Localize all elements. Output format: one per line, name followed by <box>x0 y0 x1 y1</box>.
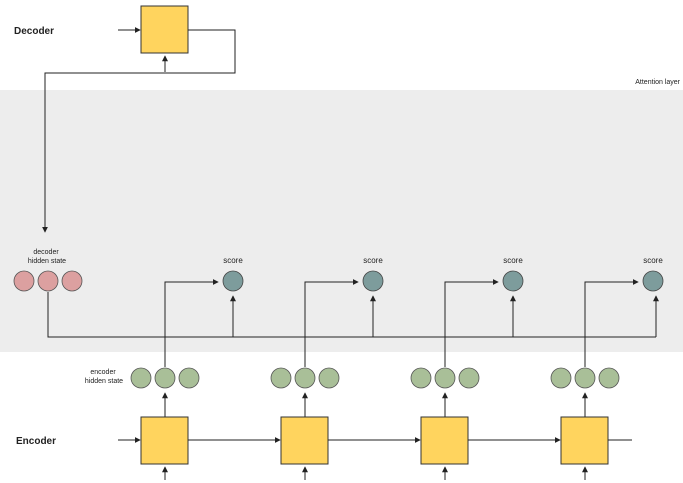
encoder-to-score-arrow <box>584 279 639 367</box>
score-circle <box>642 270 664 292</box>
encoder-state-circle <box>318 367 340 389</box>
encoder-state-circle <box>550 367 572 389</box>
attention-layer-label: Attention layer <box>635 79 680 86</box>
encoder-state-circle <box>178 367 200 389</box>
score-label: score <box>223 256 243 265</box>
encoder-state-circle <box>458 367 480 389</box>
encoder-rnn-cell <box>560 416 609 465</box>
score-circle <box>222 270 244 292</box>
encoder-step-1: score <box>118 256 244 480</box>
encoder-state-circle <box>574 367 596 389</box>
decoder-state-bus <box>47 292 656 338</box>
score-label: score <box>363 256 383 265</box>
decoder-label: Decoder <box>14 26 54 37</box>
encoder-state-circle <box>294 367 316 389</box>
decoder-hidden-state <box>13 270 83 292</box>
decoder-state-circle <box>13 270 35 292</box>
encoder-hidden-state-label: encoder hidden state <box>85 369 123 385</box>
decoder-rnn-cell <box>140 5 189 54</box>
score-circle <box>362 270 384 292</box>
decoder-hidden-state-label: decoder hidden state <box>28 249 66 265</box>
encoder-step-3: score <box>410 256 524 480</box>
encoder-to-score-arrow <box>164 279 219 367</box>
score-circle <box>502 270 524 292</box>
encoder-state-circle <box>598 367 620 389</box>
decoder-state-circle <box>37 270 59 292</box>
encoder-rnn-cell <box>140 416 189 465</box>
encoder-rnn-cell <box>420 416 469 465</box>
encoder-state-circle <box>434 367 456 389</box>
encoder-state-circle <box>270 367 292 389</box>
encoder-state-circle <box>130 367 152 389</box>
score-label: score <box>503 256 523 265</box>
encoder-to-score-arrow <box>444 279 499 367</box>
encoder-step-4: score <box>550 256 664 480</box>
encoder-label: Encoder <box>16 436 56 447</box>
encoder-step-2: score <box>270 256 384 480</box>
decoder-output-line <box>42 29 236 233</box>
attention-layer-band <box>0 90 683 352</box>
score-label: score <box>643 256 663 265</box>
encoder-state-circle <box>154 367 176 389</box>
decoder-state-circle <box>61 270 83 292</box>
encoder-to-score-arrow <box>304 279 359 367</box>
encoder-rnn-cell <box>280 416 329 465</box>
encoder-state-circle <box>410 367 432 389</box>
